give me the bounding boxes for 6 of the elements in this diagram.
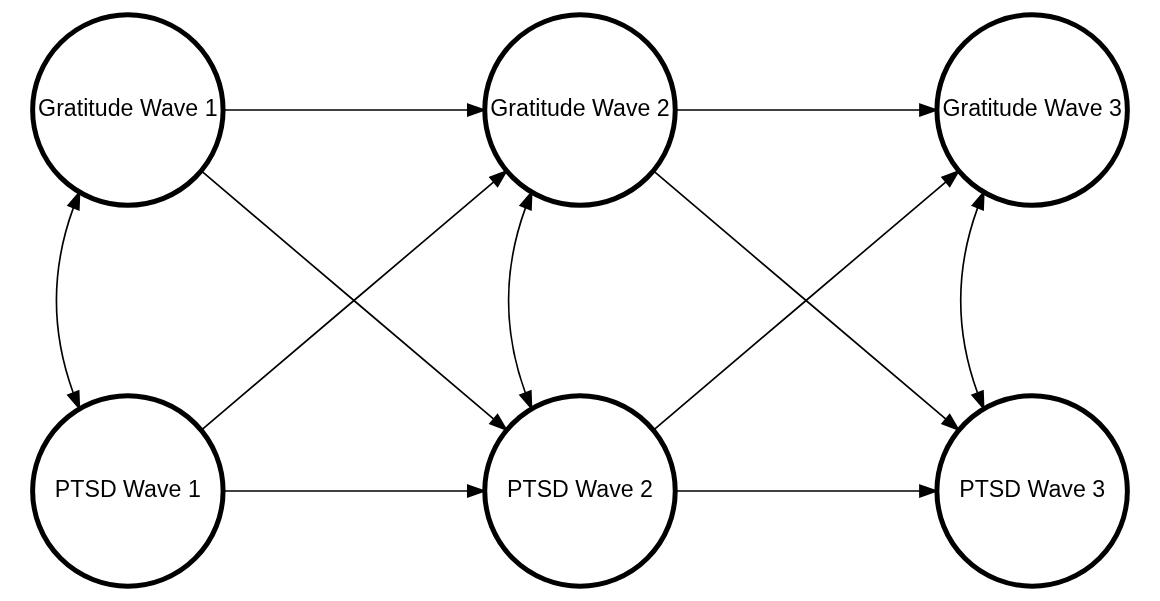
- node-circle: Gratitude Wave 3: [934, 12, 1130, 208]
- node-circle: PTSD Wave 3: [934, 393, 1130, 589]
- node-circle: Gratitude Wave 1: [30, 12, 226, 208]
- node-circle: PTSD Wave 1: [30, 393, 226, 589]
- node-circle: PTSD Wave 2: [482, 393, 678, 589]
- node-circle: Gratitude Wave 2: [482, 12, 678, 208]
